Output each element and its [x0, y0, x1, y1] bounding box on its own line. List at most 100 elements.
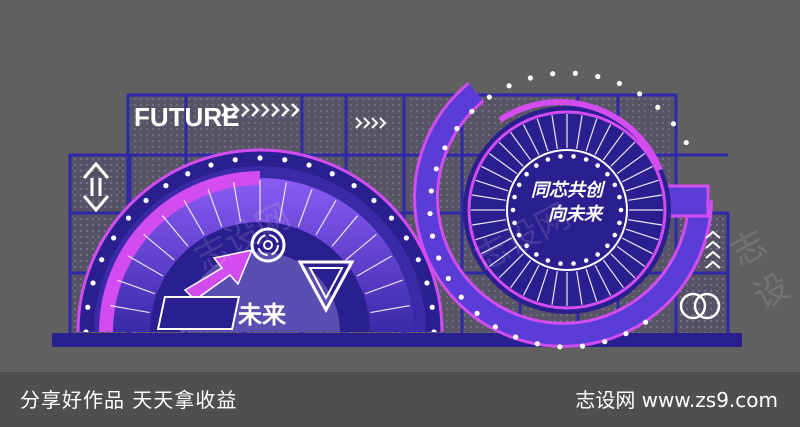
- ray-line: [536, 268, 549, 302]
- light-bulb-dot: [415, 257, 421, 263]
- light-bulb-dot: [429, 304, 435, 310]
- footer-site-link[interactable]: 志设网 www.zs9.com: [575, 388, 778, 412]
- light-bulb-dot: [282, 157, 288, 163]
- ray-line: [498, 253, 524, 279]
- ray-line: [610, 253, 636, 279]
- light-bulb-dot: [486, 94, 493, 100]
- light-bulb-dot: [513, 334, 519, 340]
- light-bulb-dot: [85, 304, 91, 310]
- light-bulb-dot: [623, 331, 629, 337]
- light-bulb-dot: [428, 188, 434, 194]
- light-bulb-dot: [429, 233, 436, 239]
- light-bulb-dot: [436, 255, 442, 261]
- light-bulb-dot: [595, 252, 600, 257]
- light-bulb-dot: [424, 280, 430, 286]
- ray-line: [621, 165, 653, 183]
- light-bulb-dot: [545, 157, 551, 162]
- light-bulb-dot: [111, 235, 117, 241]
- light-bulb-dot: [605, 171, 610, 177]
- light-bulb-dot: [558, 261, 563, 266]
- ray-line: [616, 245, 646, 267]
- light-bulb-dot: [617, 194, 622, 200]
- light-bulb-dot: [83, 329, 89, 332]
- light-bulb-dot: [595, 73, 601, 80]
- light-bulb-dot: [185, 171, 191, 177]
- ray-line: [625, 179, 659, 192]
- ray-line: [594, 264, 612, 296]
- light-bulb-dot: [642, 319, 649, 325]
- ray-line: [610, 141, 636, 167]
- ray-line: [233, 182, 242, 222]
- ray-line: [498, 141, 524, 167]
- concentric-circle-icon: [250, 227, 286, 263]
- ray-line: [472, 219, 506, 226]
- ray-line: [481, 237, 513, 255]
- light-bulb-dot: [583, 258, 589, 263]
- light-bulb-dot: [445, 275, 451, 282]
- chevron-arrows-top: [221, 103, 300, 117]
- light-bulb-dot: [545, 258, 551, 263]
- light-bulb-dot: [442, 145, 448, 151]
- light-bulb-dot: [388, 215, 395, 221]
- light-bulb-dot: [572, 70, 578, 76]
- light-bulb-dot: [550, 71, 556, 77]
- up-down-arrows-icon: [82, 161, 110, 213]
- light-bulb-dot: [612, 232, 618, 238]
- slogan-line2: 向未来: [548, 204, 604, 225]
- light-bulb-dot: [90, 280, 96, 286]
- ray-line: [585, 268, 598, 302]
- ray-line: [207, 188, 223, 227]
- light-bulb-dot: [558, 154, 563, 159]
- light-bulb-dot: [602, 339, 608, 345]
- light-bulb-dot: [655, 104, 661, 110]
- ray-line: [551, 271, 558, 305]
- light-bulb-dot: [143, 197, 149, 204]
- ray-line: [315, 200, 337, 236]
- light-bulb-dot: [616, 80, 623, 87]
- weilai-badge: 未来: [156, 296, 287, 330]
- overlapping-circles-icon: [679, 292, 721, 320]
- light-bulb-dot: [510, 207, 516, 213]
- light-bulb-dot: [557, 344, 563, 350]
- ray-line: [510, 131, 532, 161]
- future-label: FUTURE: [134, 102, 239, 132]
- light-bulb-dot: [403, 235, 409, 241]
- ray-line: [536, 118, 549, 152]
- light-bulb-dot: [605, 243, 610, 249]
- ray-line: [475, 179, 509, 192]
- ray-line: [602, 259, 624, 289]
- light-bulb-dot: [469, 108, 475, 115]
- ray-line: [621, 237, 653, 255]
- light-bulb-dot: [516, 232, 522, 238]
- ray-line: [625, 228, 659, 241]
- light-bulb-dot: [163, 183, 169, 189]
- ray-line: [481, 165, 513, 183]
- light-bulb-dot: [458, 294, 464, 300]
- ray-line: [616, 153, 646, 175]
- light-bulb-dot: [636, 91, 643, 97]
- light-bulb-dot: [617, 220, 622, 226]
- ray-line: [488, 245, 518, 267]
- light-bulb-dot: [125, 215, 132, 221]
- light-bulb-dot: [306, 162, 312, 168]
- light-bulb-dot: [454, 125, 460, 132]
- light-bulb-dot: [371, 197, 377, 204]
- light-bulb-dot: [571, 154, 576, 159]
- ray-line: [576, 115, 583, 149]
- ray-line: [475, 228, 509, 241]
- light-bulb-dot: [579, 343, 586, 349]
- light-bulb-dot: [208, 162, 214, 168]
- light-bulb-dot: [329, 171, 335, 177]
- ray-line: [183, 200, 205, 236]
- light-bulb-dot: [512, 194, 517, 200]
- light-bulb-dot: [670, 121, 677, 127]
- ray-line: [551, 115, 558, 149]
- weilai-label: 未来: [238, 301, 287, 329]
- light-bulb-dot: [583, 157, 589, 162]
- up-chevrons-icon: [705, 230, 721, 269]
- light-bulb-dot: [99, 257, 105, 263]
- ray-line: [488, 153, 518, 175]
- light-bulb-dot: [571, 261, 576, 266]
- ray-line: [370, 305, 410, 314]
